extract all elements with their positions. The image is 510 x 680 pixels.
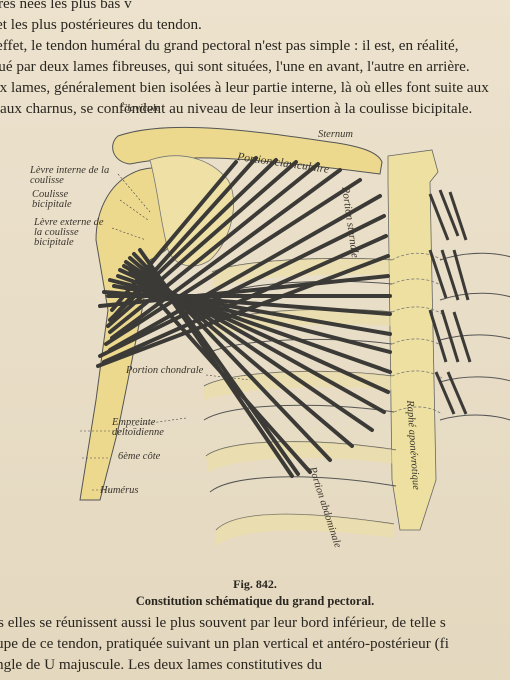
ribs-right [439,252,510,421]
text-line: s elles se réunissent aussi le plus souv… [0,614,446,631]
leader-lines [80,173,251,491]
anatomical-figure: Clavicule Sternum Portion claviculaire L… [0,100,510,570]
text-line: aux charnus, se confondent au niveau de … [0,100,473,117]
pectoral-illustration [79,126,510,546]
text-line: et les plus postérieures du tendon. [0,16,202,33]
muscle-fibers-right [428,189,472,415]
text-line: upe de ce tendon, pratiquée suivant un p… [0,635,449,652]
label-levre-externe: Lèvre externe de la coulisse bicipitale [34,217,104,248]
ribs-left [203,258,397,531]
text-line: effet, le tendon huméral du grand pector… [0,37,459,54]
text-block-top: res nées les plus bas v et les plus post… [0,0,510,119]
figure-caption: Constitution schématique du grand pector… [135,594,375,608]
costal-cartilages [391,252,443,415]
label-empreinte-deltoidienne: Empreinte deltoïdienne [112,417,164,438]
label-coulisse-bicipitale: Coulisse bicipitale [32,189,72,210]
pectoral-fibers [96,156,392,478]
figure-number: Fig. 842. [233,577,277,591]
text-line: ux lames, généralement bien isolées à le… [0,79,489,96]
label-portion-chondrale: Portion chondrale [126,365,204,376]
text-line: ngle de U majuscule. Les deux lames cons… [0,656,323,673]
label-clavicule: Clavicule [120,103,161,114]
clavicle-shape [112,126,383,175]
text-line: res nées les plus bas v [0,0,132,12]
label-levre-interne: Lèvre interne de la coulisse [30,165,110,186]
text-block-bottom: s elles se réunissent aussi le plus souv… [0,612,510,675]
text-line: tué par deux lames fibreuses, qui sont s… [0,58,470,75]
label-humerus: Humérus [100,485,139,496]
label-sixieme-cote: 6ème côte [118,451,161,462]
label-sternum: Sternum [318,129,353,140]
sternum-shape [387,149,439,531]
